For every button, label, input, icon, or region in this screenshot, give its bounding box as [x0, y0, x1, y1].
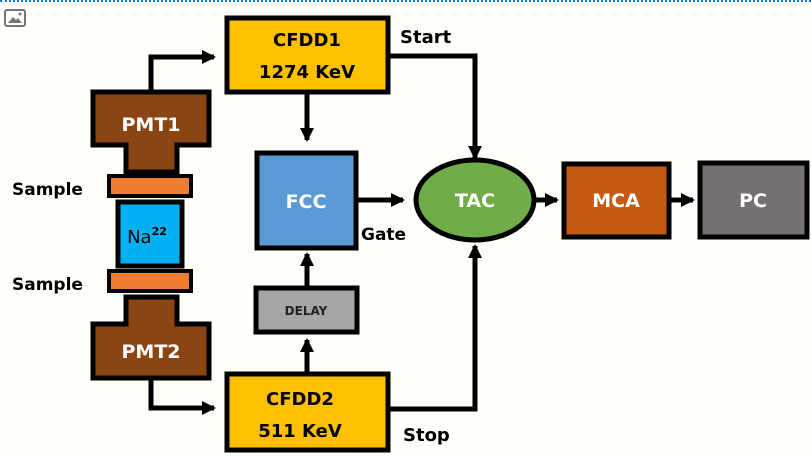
sample-top-block [107, 174, 193, 198]
start-label: Start [400, 27, 452, 48]
mca-block [561, 161, 672, 240]
cfdd2-block [224, 371, 391, 453]
cfdd1-block [224, 15, 391, 95]
cfdd2-title: CFDD2 [266, 389, 334, 410]
tac-label: TAC [455, 190, 495, 212]
sample-top-label: Sample [12, 180, 83, 200]
fcc-block [254, 150, 359, 251]
edge-pmt2-cfdd2 [148, 378, 216, 415]
source-block [115, 199, 185, 269]
source-element: Na [127, 227, 152, 248]
edge-cfdd1-tac [390, 53, 482, 160]
gate-label: Gate [361, 225, 406, 245]
source-isotope: 22 [152, 225, 167, 238]
delay-label: DELAY [285, 304, 328, 318]
edge-pmt1-cfdd1 [148, 50, 216, 92]
cfdd1-energy: 1274 KeV [259, 62, 355, 83]
frame-border [0, 0, 811, 2]
stop-label: Stop [403, 425, 450, 446]
source-label: Na22 [127, 225, 167, 248]
connectors [148, 50, 695, 415]
mca-label: MCA [592, 190, 640, 212]
pmt1-label: PMT1 [121, 114, 180, 136]
pc-label: PC [739, 190, 767, 212]
cfdd1-title: CFDD1 [273, 30, 341, 51]
tac-block [413, 157, 537, 243]
pmt2-block [90, 294, 212, 381]
delay-block [253, 285, 360, 335]
sample-bottom-block [107, 269, 193, 293]
pmt2-label: PMT2 [121, 341, 180, 363]
pmt1-block [90, 89, 212, 175]
sample-bottom-label: Sample [12, 275, 83, 295]
fcc-label: FCC [286, 191, 327, 213]
pc-block [697, 160, 810, 240]
image-placeholder-icon [4, 9, 26, 27]
cfdd2-energy: 511 KeV [258, 421, 342, 442]
edge-cfdd2-tac [390, 244, 482, 412]
